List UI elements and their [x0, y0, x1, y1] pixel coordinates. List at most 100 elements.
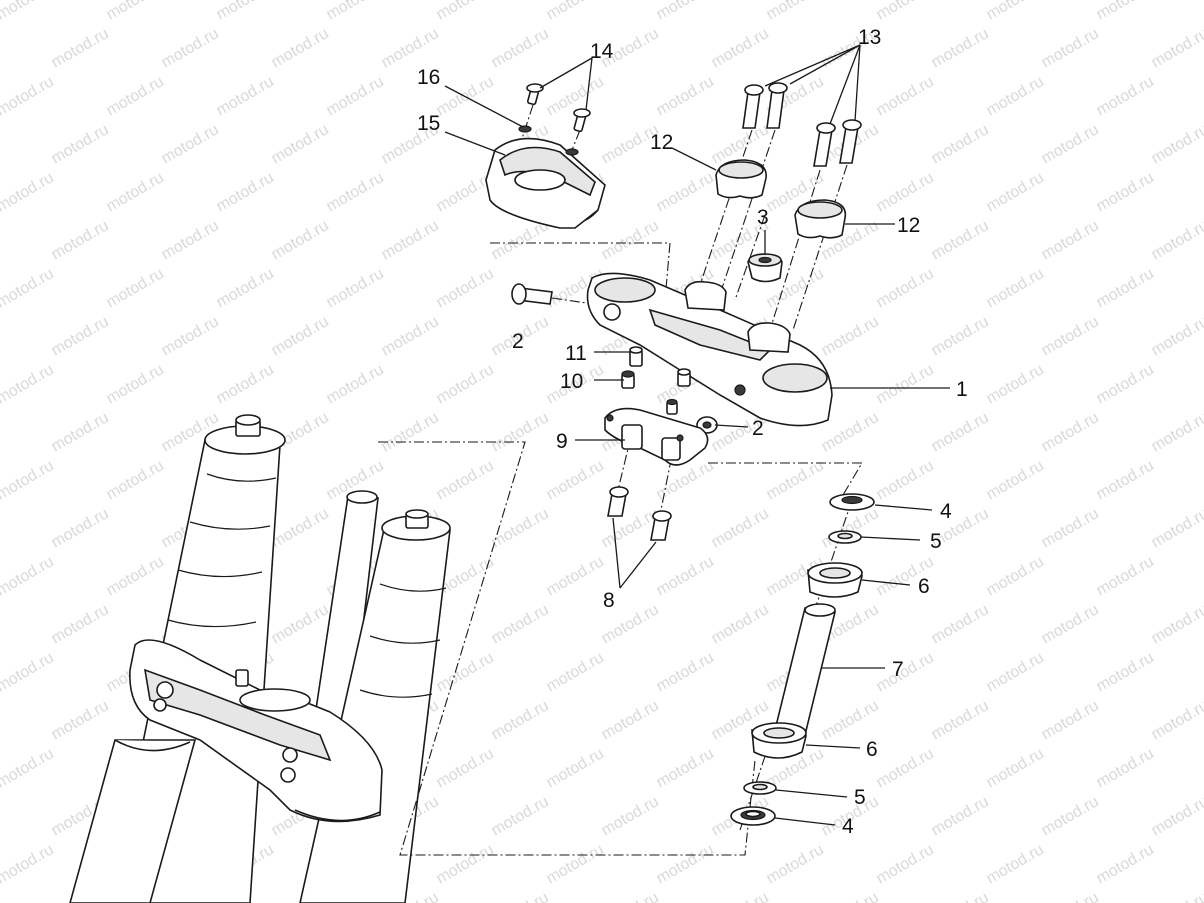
watermark-text: motod.ru — [1149, 793, 1204, 839]
watermark-text: motod.ru — [929, 409, 992, 455]
watermark-text: motod.ru — [874, 73, 937, 119]
part-12-handlebar-clamp-left — [715, 159, 767, 199]
watermark-text: motod.ru — [379, 409, 442, 455]
watermark-text: motod.ru — [1039, 505, 1102, 551]
watermark-text: motod.ru — [49, 121, 112, 167]
watermark-text: motod.ru — [434, 361, 497, 407]
watermark-text: motod.ru — [1149, 697, 1204, 743]
watermark-text: motod.ru — [929, 25, 992, 71]
watermark-text: motod.ru — [0, 25, 2, 71]
watermark-text: motod.ru — [104, 169, 167, 215]
watermark-text: motod.ru — [434, 745, 497, 791]
watermark-text: motod.ru — [1094, 649, 1157, 695]
watermark-text: motod.ru — [819, 313, 882, 359]
watermark-text: motod.ru — [0, 601, 2, 647]
assembled-fork-illustration — [69, 414, 451, 903]
watermark-text: motod.ru — [0, 889, 2, 903]
watermark-text: motod.ru — [984, 649, 1047, 695]
watermark-text: motod.ru — [1039, 697, 1102, 743]
watermark-text: motod.ru — [434, 457, 497, 503]
watermark-text: motod.ru — [709, 25, 772, 71]
watermark-text: motod.ru — [0, 505, 2, 551]
watermark-text: motod.ru — [0, 121, 2, 167]
watermark-text: motod.ru — [1039, 217, 1102, 263]
watermark-text: motod.ru — [874, 841, 937, 887]
watermark-text: motod.ru — [929, 121, 992, 167]
watermark-text: motod.ru — [214, 169, 277, 215]
watermark-text: motod.ru — [819, 889, 882, 903]
watermark-text: motod.ru — [104, 457, 167, 503]
watermark-text: motod.ru — [599, 793, 662, 839]
part-3-stem-nut — [747, 253, 783, 283]
watermark-text: motod.ru — [1039, 793, 1102, 839]
watermark-text: motod.ru — [1039, 601, 1102, 647]
watermark-text: motod.ru — [1149, 25, 1204, 71]
watermark-text: motod.ru — [379, 313, 442, 359]
watermark-text: motod.ru — [0, 409, 2, 455]
watermark-text: motod.ru — [49, 409, 112, 455]
watermark-text: motod.ru — [929, 313, 992, 359]
watermark-text: motod.ru — [599, 889, 662, 903]
watermark-text: motod.ru — [1039, 313, 1102, 359]
watermark-text: motod.ru — [819, 697, 882, 743]
part-5-lower-washer — [743, 781, 777, 795]
watermark-text: motod.ru — [379, 217, 442, 263]
part-10-nuts — [621, 368, 691, 415]
callout-9: 9 — [556, 430, 568, 453]
watermark-text: motod.ru — [929, 217, 992, 263]
watermark-text: motod.ru — [489, 25, 552, 71]
watermark-text: motod.ru — [0, 745, 57, 791]
watermark-text: motod.ru — [324, 73, 387, 119]
callout-10: 10 — [560, 370, 583, 393]
watermark-text: motod.ru — [489, 505, 552, 551]
watermark-text: motod.ru — [544, 745, 607, 791]
watermark-text: motod.ru — [1094, 0, 1157, 23]
watermark-text: motod.ru — [214, 0, 277, 23]
watermark-text: motod.ru — [984, 457, 1047, 503]
watermark-text: motod.ru — [984, 169, 1047, 215]
watermark-text: motod.ru — [379, 25, 442, 71]
part-12-handlebar-clamp-right — [794, 199, 847, 239]
watermark-text: motod.ru — [599, 697, 662, 743]
watermark-text: motod.ru — [49, 601, 112, 647]
part-4-upper-seal — [829, 493, 875, 511]
callout-14: 14 — [590, 40, 614, 63]
callout-11: 11 — [565, 342, 587, 365]
watermark-text: motod.ru — [874, 169, 937, 215]
watermark-text: motod.ru — [1039, 25, 1102, 71]
watermark-text: motod.ru — [984, 265, 1047, 311]
callout-labels: 1 2 2 3 4 4 5 5 6 6 7 8 9 10 11 12 12 13… — [417, 26, 968, 838]
watermark-text: motod.ru — [49, 697, 112, 743]
watermark-text: motod.ru — [654, 169, 717, 215]
watermark-text: motod.ru — [874, 0, 937, 23]
watermark-text: motod.ru — [929, 889, 992, 903]
watermark-text: motod.ru — [874, 745, 937, 791]
callout-6-lower: 6 — [866, 738, 878, 761]
watermark-text: motod.ru — [544, 457, 607, 503]
watermark-text: motod.ru — [544, 841, 607, 887]
watermark-text: motod.ru — [0, 313, 2, 359]
watermark-text: motod.ru — [0, 649, 57, 695]
watermark-text: motod.ru — [269, 313, 332, 359]
watermark-text: motod.ru — [489, 889, 552, 903]
part-13-clamp-bolts — [742, 82, 862, 167]
watermark-text: motod.ru — [874, 265, 937, 311]
watermark-text: motod.ru — [929, 601, 992, 647]
watermark-text: motod.ru — [1094, 457, 1157, 503]
watermark-text: motod.ru — [709, 601, 772, 647]
callout-12-right: 12 — [897, 214, 920, 237]
watermark-text: motod.ru — [489, 697, 552, 743]
part-1-upper-triple-clamp — [586, 272, 833, 427]
watermark-text: motod.ru — [269, 601, 332, 647]
watermark-text: motod.ru — [214, 361, 277, 407]
watermark-text: motod.ru — [984, 361, 1047, 407]
callout-16: 16 — [417, 66, 440, 89]
watermark-text: motod.ru — [0, 841, 57, 887]
callout-4-lower: 4 — [842, 815, 854, 838]
watermark-text: motod.ru — [1149, 121, 1204, 167]
callout-2-right: 2 — [752, 417, 764, 440]
watermark-text: motod.ru — [0, 457, 57, 503]
watermark-text: motod.ru — [1149, 601, 1204, 647]
watermark-text: motod.ru — [654, 553, 717, 599]
